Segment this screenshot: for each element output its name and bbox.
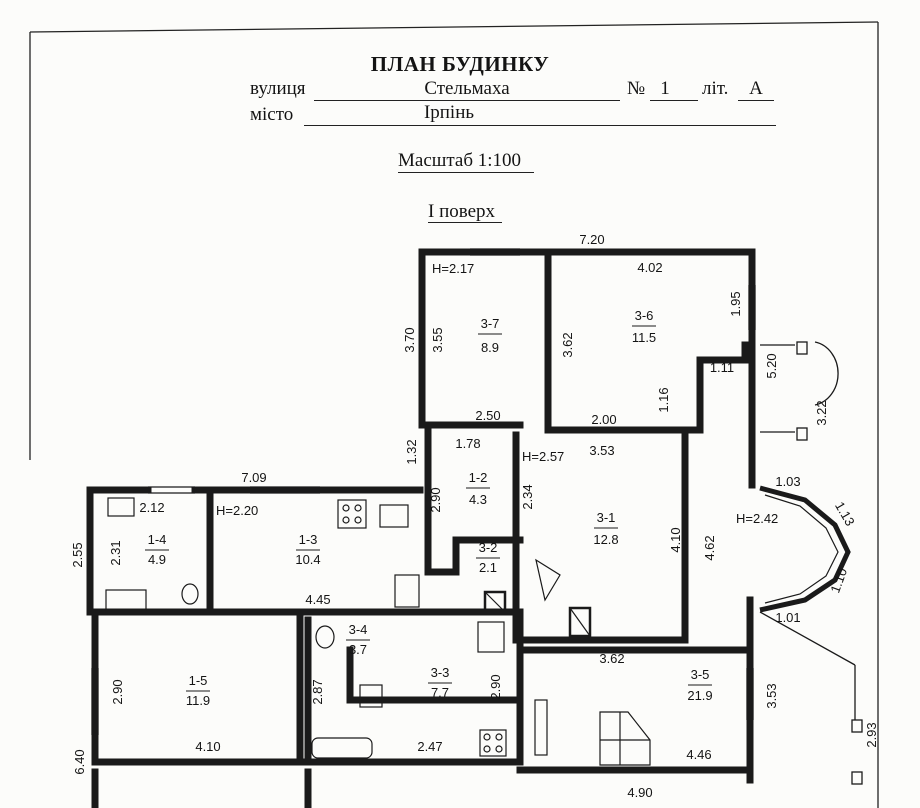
dimension: 4.90: [627, 785, 652, 800]
dimension: 2.00: [591, 412, 616, 427]
height-label: H=2.57: [522, 449, 564, 464]
dimension: 4.10: [195, 739, 220, 754]
height-label: H=2.17: [432, 261, 474, 276]
street-value: Стельмаха: [424, 78, 510, 99]
number-underline: [650, 100, 698, 101]
sheet-border: [29, 21, 879, 808]
room-area: 4.3: [469, 492, 487, 507]
city-label: місто: [250, 104, 294, 125]
dimension: 4.10: [668, 527, 683, 552]
dimension: 3.62: [599, 651, 624, 666]
room-area: 4.9: [148, 552, 166, 567]
room-id: 1-2: [469, 470, 488, 485]
height-label: H=2.42: [736, 511, 778, 526]
room-id: 3-6: [635, 308, 654, 323]
dimension: 7.09: [241, 470, 266, 485]
street-label: вулиця: [250, 78, 306, 99]
dimension: 1.03: [775, 474, 800, 489]
porch: [759, 341, 863, 785]
dimension: 4.02: [637, 260, 662, 275]
floor-label: I поверх: [428, 201, 496, 222]
room-area: 21.9: [687, 688, 712, 703]
room-area: 12.8: [593, 532, 618, 547]
walls: [86, 248, 756, 808]
dimension: 1.95: [728, 291, 743, 316]
city-underline: [304, 125, 776, 126]
city-value: Ірпінь: [423, 102, 475, 123]
dimension: 4.46: [686, 747, 711, 762]
letter-value: А: [749, 78, 763, 99]
floor-underline: [428, 222, 502, 223]
room-id: 3-4: [349, 622, 368, 637]
dimension: 2.55: [70, 542, 85, 567]
dimension: 2.87: [310, 679, 325, 704]
letter-underline: [738, 100, 774, 101]
dimension: 1.16: [656, 387, 671, 412]
windows: [91, 248, 756, 735]
room-area: 8.9: [481, 340, 499, 355]
room-area: 11.9: [186, 693, 210, 708]
fixtures: [105, 497, 651, 766]
dimension: 2.31: [108, 540, 123, 565]
height-label: H=2.20: [216, 503, 258, 518]
dimension: 3.55: [430, 327, 445, 352]
room-label-lines: [145, 325, 712, 692]
dimension: 2.12: [139, 500, 164, 515]
dimension: 2.90: [110, 679, 125, 704]
dimension: 2.34: [520, 484, 535, 509]
dimension: 1.32: [404, 439, 419, 464]
dimension: 2.93: [864, 722, 879, 747]
plan-title: ПЛАН БУДИНКУ: [370, 52, 550, 76]
bay-window: [759, 485, 851, 613]
dimension: 1.11: [710, 360, 734, 375]
dimension: 2.47: [417, 739, 442, 754]
letter-label: літ.: [702, 78, 729, 99]
dimension: 3.53: [764, 683, 779, 708]
dimension: 4.62: [702, 535, 717, 560]
dimension: 2.90: [488, 674, 503, 699]
room-area: 2.1: [479, 560, 497, 575]
room-id: 3-2: [479, 540, 498, 555]
scale-underline: [398, 172, 534, 173]
dimensions-horizontal: 7.20 4.02 1.11 2.50 2.00 1.78 3.53 7.09 …: [139, 232, 800, 800]
number-label: №: [627, 78, 646, 99]
dimension: 6.40: [72, 749, 87, 774]
room-id: 3-3: [431, 665, 450, 680]
number-value: 1: [660, 78, 670, 99]
dimension: 3.70: [402, 327, 417, 352]
room-area: 11.5: [632, 330, 656, 345]
dimension: 3.53: [589, 443, 614, 458]
room-id: 1-4: [148, 532, 167, 547]
room-id: 1-5: [189, 673, 208, 688]
room-labels: 3-7 8.9 3-6 11.5 1-2 4.3 3-1 12.8 1-4 4.…: [148, 308, 713, 708]
room-id: 3-5: [691, 667, 710, 682]
dimension: 2.50: [475, 408, 500, 423]
room-id: 1-3: [299, 532, 318, 547]
room-area: 7.7: [431, 685, 449, 700]
room-id: 3-7: [481, 316, 500, 331]
dimension: 2.90: [428, 487, 443, 512]
street-underline: [314, 100, 620, 101]
scale-label: Масштаб 1:100: [398, 150, 522, 171]
dimension: 1.01: [775, 610, 800, 625]
dimension: 3.22: [814, 400, 829, 425]
room-area: 3.7: [349, 642, 367, 657]
room-id: 3-1: [597, 510, 616, 525]
dimension: 7.20: [579, 232, 604, 247]
dimension: 1.10: [827, 566, 850, 595]
dimension: 1.78: [455, 436, 480, 451]
height-labels: H=2.17 H=2.57 H=2.20 H=2.42: [216, 261, 778, 526]
bay-window-inner: [764, 494, 839, 604]
dimension: 5.20: [764, 353, 779, 378]
dimensions-vertical: 1.95 3.70 3.55 3.62 5.20 3.22 1.16 1.32 …: [70, 291, 879, 774]
room-area: 10.4: [295, 552, 320, 567]
dimension: 4.45: [305, 592, 330, 607]
dimension: 3.62: [560, 332, 575, 357]
